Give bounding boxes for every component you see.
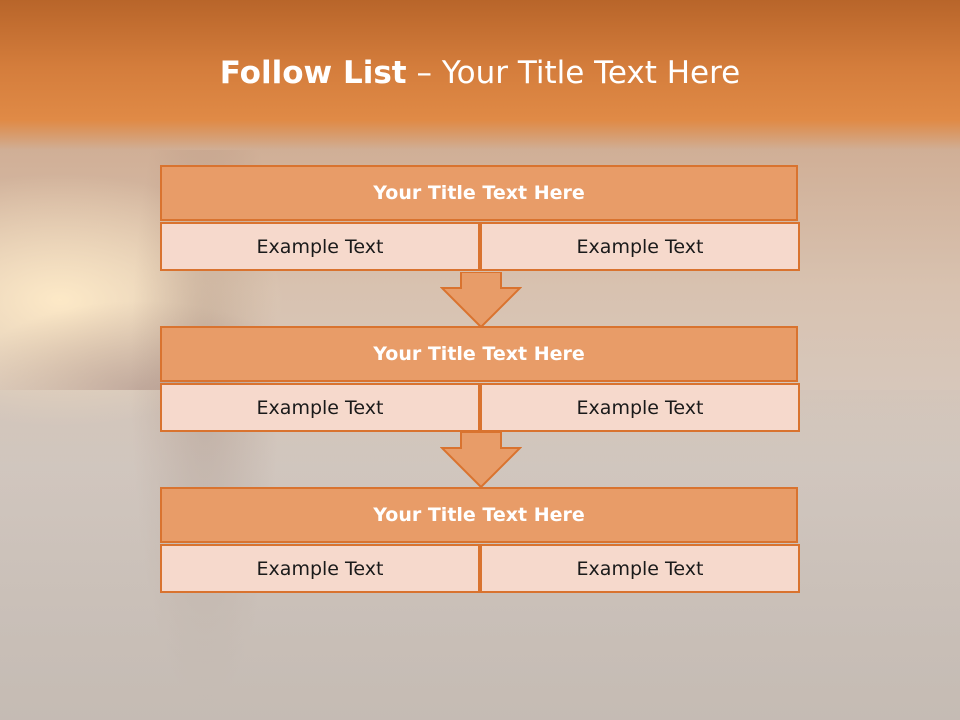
block-cell-left[interactable]: Example Text [160, 544, 480, 593]
slide-title: Follow List – Your Title Text Here [0, 55, 960, 91]
block-cell-left[interactable]: Example Text [160, 383, 480, 432]
slide-title-rest: – Your Title Text Here [406, 55, 741, 91]
down-arrow-icon [440, 272, 522, 328]
list-block-3[interactable]: Your Title Text Here Example Text Exampl… [160, 487, 800, 593]
block-cell-right[interactable]: Example Text [480, 544, 800, 593]
slide-title-bold: Follow List [219, 55, 407, 91]
block-cell-right[interactable]: Example Text [480, 383, 800, 432]
block-title[interactable]: Your Title Text Here [160, 487, 798, 543]
down-arrow-icon [440, 432, 522, 488]
block-title[interactable]: Your Title Text Here [160, 165, 798, 221]
list-block-2[interactable]: Your Title Text Here Example Text Exampl… [160, 326, 800, 432]
title-banner [0, 0, 960, 150]
list-block-1[interactable]: Your Title Text Here Example Text Exampl… [160, 165, 800, 271]
block-title[interactable]: Your Title Text Here [160, 326, 798, 382]
block-cell-left[interactable]: Example Text [160, 222, 480, 271]
block-cell-right[interactable]: Example Text [480, 222, 800, 271]
